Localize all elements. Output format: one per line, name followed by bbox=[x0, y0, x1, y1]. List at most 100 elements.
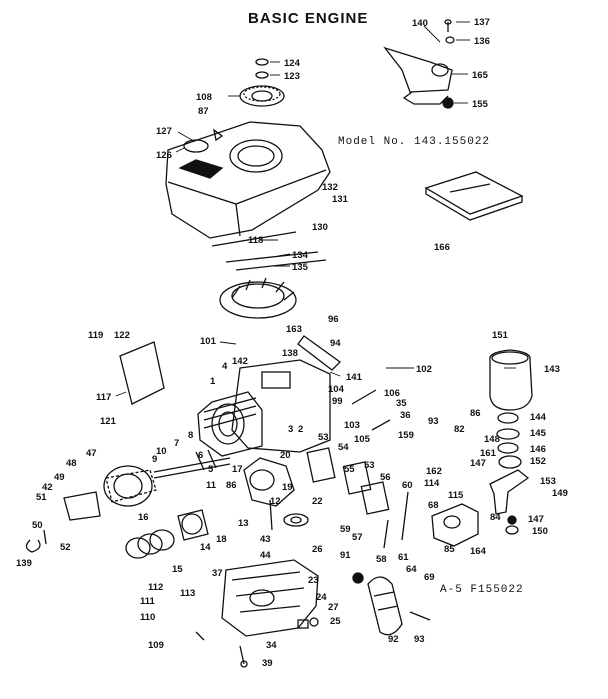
part-label-110: 110 bbox=[140, 612, 155, 623]
part-label-7: 7 bbox=[174, 438, 179, 449]
part-label-35: 35 bbox=[396, 398, 407, 409]
part-label-109: 109 bbox=[148, 640, 164, 651]
part-label-130: 130 bbox=[312, 222, 328, 233]
part-label-58: 58 bbox=[376, 554, 387, 565]
part-label-111: 111 bbox=[140, 596, 156, 607]
part-label-51: 51 bbox=[36, 492, 47, 503]
part-label-105: 105 bbox=[354, 434, 371, 445]
part-label-56: 56 bbox=[380, 472, 391, 483]
part-label-15: 15 bbox=[172, 564, 183, 575]
part-label-101: 101 bbox=[200, 336, 217, 347]
part-label-115: 115 bbox=[448, 490, 464, 501]
part-label-153: 153 bbox=[540, 476, 556, 487]
part-label-134: 134 bbox=[292, 250, 309, 261]
part-label-17: 17 bbox=[232, 464, 243, 475]
part-label-48: 48 bbox=[66, 458, 77, 469]
figure-id: A-5 F155022 bbox=[440, 584, 524, 596]
part-label-14: 14 bbox=[200, 542, 211, 553]
part-label-113: 113 bbox=[180, 588, 195, 599]
part-label-53: 53 bbox=[364, 460, 375, 471]
part-label-132: 132 bbox=[322, 182, 338, 193]
part-label-44: 44 bbox=[260, 550, 271, 561]
part-label-121: 121 bbox=[100, 416, 117, 427]
part-label-124: 124 bbox=[284, 58, 301, 69]
part-label-93: 93 bbox=[428, 416, 439, 427]
part-label-39: 39 bbox=[262, 658, 273, 669]
part-label-99: 99 bbox=[332, 396, 343, 407]
part-label-163: 163 bbox=[286, 324, 302, 335]
part-label-1: 1 bbox=[210, 376, 216, 387]
part-label-86: 86 bbox=[226, 480, 237, 491]
part-label-159: 159 bbox=[398, 430, 414, 441]
part-label-93: 93 bbox=[414, 634, 425, 645]
part-label-112: 112 bbox=[148, 582, 163, 593]
part-label-123: 123 bbox=[284, 71, 300, 82]
part-label-42: 42 bbox=[42, 482, 53, 493]
part-label-131: 131 bbox=[332, 194, 349, 205]
part-label-47: 47 bbox=[86, 448, 97, 459]
part-label-91: 91 bbox=[340, 550, 351, 561]
part-label-82: 82 bbox=[454, 424, 465, 435]
part-label-20: 20 bbox=[280, 450, 291, 461]
part-label-103: 103 bbox=[344, 420, 360, 431]
part-label-144: 144 bbox=[530, 412, 547, 423]
part-label-135: 135 bbox=[292, 262, 309, 273]
part-label-138: 138 bbox=[282, 348, 298, 359]
part-label-164: 164 bbox=[470, 546, 487, 557]
part-label-146: 146 bbox=[530, 444, 546, 455]
part-label-139: 139 bbox=[16, 558, 32, 569]
part-label-118: 118 bbox=[248, 235, 263, 246]
part-label-52: 52 bbox=[60, 542, 71, 553]
part-label-145: 145 bbox=[530, 428, 547, 439]
part-label-36: 36 bbox=[400, 410, 411, 421]
part-label-127: 127 bbox=[156, 126, 172, 137]
part-label-24: 24 bbox=[316, 592, 327, 603]
part-label-53: 53 bbox=[318, 432, 329, 443]
part-label-22: 22 bbox=[312, 496, 323, 507]
model-number: Model No. 143.155022 bbox=[338, 136, 491, 148]
part-label-142: 142 bbox=[232, 356, 248, 367]
part-label-5: 5 bbox=[208, 464, 214, 475]
part-label-54: 54 bbox=[338, 442, 349, 453]
part-label-136: 136 bbox=[474, 36, 490, 47]
part-label-149: 149 bbox=[552, 488, 568, 499]
part-label-18: 18 bbox=[216, 534, 227, 545]
part-label-94: 94 bbox=[330, 338, 341, 349]
part-label-165: 165 bbox=[472, 70, 489, 81]
part-label-151: 151 bbox=[492, 330, 509, 341]
part-label-26: 26 bbox=[312, 544, 323, 555]
part-label-55: 55 bbox=[344, 464, 355, 475]
part-label-147: 147 bbox=[528, 514, 544, 525]
part-label-4: 4 bbox=[222, 361, 228, 372]
part-label-8: 8 bbox=[188, 430, 193, 441]
part-label-69: 69 bbox=[424, 572, 435, 583]
part-label-166: 166 bbox=[434, 242, 450, 253]
part-label-152: 152 bbox=[530, 456, 546, 467]
part-label-122: 122 bbox=[114, 330, 130, 341]
part-label-117: 117 bbox=[96, 392, 111, 403]
part-label-13: 13 bbox=[238, 518, 249, 529]
part-label-147: 147 bbox=[470, 458, 486, 469]
part-label-27: 27 bbox=[328, 602, 339, 613]
part-label-86: 86 bbox=[470, 408, 481, 419]
part-label-87: 87 bbox=[198, 106, 209, 117]
part-label-161: 161 bbox=[480, 448, 497, 459]
part-label-64: 64 bbox=[406, 564, 417, 575]
part-label-104: 104 bbox=[328, 384, 345, 395]
part-label-50: 50 bbox=[32, 520, 43, 531]
part-label-11: 11 bbox=[206, 480, 217, 491]
part-label-3: 3 bbox=[288, 424, 293, 435]
part-label-150: 150 bbox=[532, 526, 548, 537]
part-label-155: 155 bbox=[472, 99, 489, 110]
part-label-10: 10 bbox=[156, 446, 167, 457]
part-label-162: 162 bbox=[426, 466, 442, 477]
part-label-16: 16 bbox=[138, 512, 149, 523]
part-label-68: 68 bbox=[428, 500, 439, 511]
diagram-title: BASIC ENGINE bbox=[248, 10, 369, 27]
part-label-59: 59 bbox=[340, 524, 351, 535]
part-label-119: 119 bbox=[88, 330, 103, 341]
part-label-61: 61 bbox=[398, 552, 409, 563]
part-label-114: 114 bbox=[424, 478, 440, 489]
